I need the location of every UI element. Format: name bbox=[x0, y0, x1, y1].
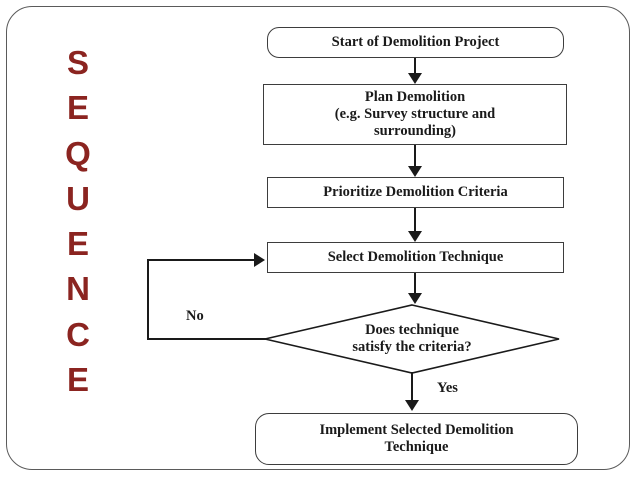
sequence-letter-3: Q bbox=[65, 134, 91, 172]
flow-node-plan-label: Plan Demolition (e.g. Survey structure a… bbox=[334, 88, 496, 140]
edge-label-yes: Yes bbox=[437, 380, 458, 396]
arrowhead-plan-to-prioritize-icon bbox=[408, 166, 422, 177]
flow-node-select: Select Demolition Technique bbox=[267, 242, 564, 273]
flow-node-start-label: Start of Demolition Project bbox=[331, 33, 500, 50]
flow-node-implement: Implement Selected Demolition Technique bbox=[255, 413, 578, 465]
connector-no-horizontal-top bbox=[147, 259, 255, 261]
sequence-letter-7: C bbox=[66, 315, 90, 353]
sequence-letter-5: E bbox=[66, 225, 89, 263]
sequence-letter-1: S bbox=[66, 44, 89, 81]
connector-prioritize-to-select bbox=[414, 208, 416, 231]
flow-node-select-label: Select Demolition Technique bbox=[327, 248, 504, 265]
slide-border-frame bbox=[6, 6, 630, 470]
flow-node-decision: Does technique satisfy the criteria? bbox=[264, 304, 560, 374]
connector-yes-vertical bbox=[411, 372, 413, 401]
sequence-letter-6: N bbox=[66, 270, 90, 308]
flow-node-plan: Plan Demolition (e.g. Survey structure a… bbox=[263, 84, 567, 145]
connector-start-to-plan bbox=[414, 58, 416, 74]
arrowhead-no-to-select-icon bbox=[254, 253, 265, 267]
arrowhead-start-to-plan-icon bbox=[408, 73, 422, 84]
sequence-letter-2: E bbox=[66, 89, 89, 127]
flow-node-prioritize-label: Prioritize Demolition Criteria bbox=[323, 183, 508, 200]
flow-node-implement-label: Implement Selected Demolition Technique bbox=[319, 421, 514, 455]
connector-no-horizontal-bottom bbox=[147, 338, 266, 340]
sequence-vertical-title: S E Q U E N C E bbox=[52, 46, 104, 396]
connector-plan-to-prioritize bbox=[414, 145, 416, 166]
decision-diamond-shape bbox=[264, 304, 560, 374]
edge-label-no: No bbox=[186, 308, 204, 324]
sequence-letter-4: U bbox=[66, 179, 90, 217]
connector-select-to-decision bbox=[414, 273, 416, 293]
arrowhead-yes-to-implement-icon bbox=[405, 400, 419, 411]
arrowhead-prioritize-to-select-icon bbox=[408, 231, 422, 242]
flow-node-prioritize: Prioritize Demolition Criteria bbox=[267, 177, 564, 208]
connector-no-vertical bbox=[147, 259, 149, 340]
flow-node-start: Start of Demolition Project bbox=[267, 27, 564, 58]
arrowhead-select-to-decision-icon bbox=[408, 293, 422, 304]
sequence-letter-8: E bbox=[66, 360, 89, 398]
